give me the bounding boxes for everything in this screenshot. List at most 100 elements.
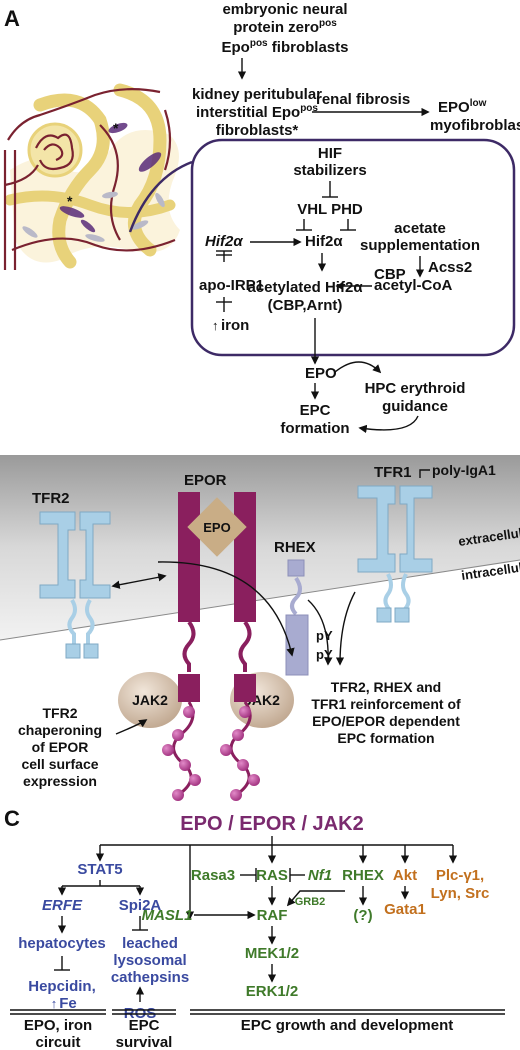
plc-line-1: Plc-γ1,	[436, 867, 484, 884]
panel-b: B extracellular intracellular TFR2 EPOR …	[0, 451, 520, 801]
footer-epc-growth: EPC growth and development	[241, 1017, 454, 1034]
acetylated-line-2: (CBP,Arnt)	[268, 297, 343, 314]
myofibroblasts-label: myofibroblasts	[430, 117, 520, 134]
kidney-line-1: kidney peritubular	[192, 86, 322, 103]
origin-line-3: Epopos fibroblasts	[222, 38, 349, 56]
epo-low-label: EPOlow	[438, 98, 487, 116]
footer-epc-survival-line-1: EPC	[129, 1017, 160, 1034]
chaperoning-line-4: cell surface	[21, 756, 98, 772]
pathway-title: EPO / EPOR / JAK2	[180, 813, 363, 835]
tfr2-label: TFR2	[32, 490, 70, 507]
ras-node: RAS	[256, 867, 288, 884]
py-label-2: pY	[316, 647, 333, 662]
tfr1-receptor: TFR1 poly-IgA1	[357, 462, 496, 623]
arrow-rhex-reinforcement	[307, 599, 333, 666]
leached-line-3: cathepsins	[111, 969, 189, 986]
reinforcement-line-4: EPC formation	[337, 730, 434, 746]
membrane-edge	[0, 559, 520, 641]
kidney-line-2: interstitial Epopos	[196, 103, 318, 121]
acetate-line-2: supplementation	[360, 237, 480, 254]
origin-line-2: protein zeropos	[233, 18, 337, 36]
arrow-chaperoning	[115, 719, 148, 735]
unknown-node: (?)	[353, 907, 372, 924]
reinforcement-line-1: TFR2, RHEX and	[331, 679, 441, 695]
iron-label: iron	[221, 317, 249, 334]
poly-iga1-label: poly-IgA1	[432, 462, 496, 478]
vhl-phd-label: VHL PHD	[297, 201, 363, 218]
asterisk-marker-1: *	[113, 120, 119, 136]
arrow-epo-to-hpc	[334, 361, 382, 374]
epo-label: EPO	[305, 365, 337, 382]
cbp-label: CBP	[374, 266, 406, 283]
fe-node: Fe	[59, 995, 77, 1012]
nf1-node: Nf1	[308, 867, 332, 884]
leached-line-1: leached	[122, 935, 178, 952]
py-label-1: pY	[316, 628, 333, 643]
acetyl-coa-label: acetyl-CoA	[374, 277, 453, 294]
masl1-node: MASL1	[142, 907, 193, 924]
reinforcement-line-3: EPO/EPOR dependent	[312, 713, 460, 729]
panel-a: A	[3, 1, 520, 437]
acss2-label: Acss2	[428, 259, 472, 276]
footer-epo-iron-line-2: circuit	[35, 1034, 80, 1050]
hif-stabilizers-line-2: stabilizers	[293, 162, 366, 179]
rhex-label: RHEX	[274, 539, 316, 556]
leached-line-2: lysosomal	[113, 952, 186, 969]
acetylated-line-1: acetylated Hif2α	[247, 279, 363, 296]
panel-c-label: C	[4, 806, 20, 831]
plc-line-2: Lyn, Src	[431, 885, 490, 902]
rasa3-node: Rasa3	[191, 867, 235, 884]
mek-node: MEK1/2	[245, 945, 299, 962]
grb2-label: GRB2	[295, 896, 326, 908]
hif2a-protein-label: Hif2α	[305, 233, 343, 250]
acetate-line-1: acetate	[394, 220, 446, 237]
arrow-hpc-to-epc	[358, 415, 419, 434]
reinforcement-line-2: TFR1 reinforcement of	[311, 696, 461, 712]
epo-ligand-label: EPO	[203, 520, 230, 535]
kidney-mechanism-box	[190, 138, 516, 357]
chaperoning-line-2: chaperoning	[18, 722, 102, 738]
arrow-tfr2-reinforcement	[157, 561, 295, 657]
hpc-line-1: HPC erythroid	[365, 380, 466, 397]
chaperoning-line-5: expression	[23, 773, 97, 789]
epor-label: EPOR	[184, 472, 227, 489]
gata1-node: Gata1	[384, 901, 426, 918]
tfr2-receptor: TFR2	[32, 490, 111, 659]
fe-up-arrow: ↑	[51, 996, 58, 1011]
panel-c: C EPO / EPOR / JAK2 STAT5 ERFE Spi2A hep…	[4, 806, 505, 1050]
rhex-node: RHEX	[342, 867, 384, 884]
erk-node: ERK1/2	[246, 983, 299, 1000]
epc-line-1: EPC	[300, 402, 331, 419]
arrow-tfr2-epor	[111, 573, 167, 589]
chaperoning-line-1: TFR2	[43, 705, 78, 721]
jak2-left-body	[118, 672, 182, 728]
hif-stabilizers-line-1: HIF	[318, 145, 342, 162]
asterisk-marker-2: *	[67, 193, 73, 209]
epc-line-2: formation	[280, 420, 349, 437]
footer-epc-survival-line-2: survival	[116, 1034, 173, 1050]
chaperoning-line-3: of EPOR	[32, 739, 89, 755]
spi2a-node: Spi2A	[119, 897, 162, 914]
renal-fibrosis-label: renal fibrosis	[316, 91, 410, 108]
akt-node: Akt	[393, 867, 417, 884]
callout-line	[128, 160, 193, 233]
origin-line-1: embryonic neural	[222, 1, 347, 18]
iron-up-arrow: ↑	[212, 318, 219, 333]
hif2a-gene-label: Hif2α	[205, 233, 243, 250]
cell-membrane	[0, 455, 520, 640]
panel-a-label: A	[4, 6, 20, 31]
hpc-line-2: guidance	[382, 398, 448, 415]
kidney-illustration: * *	[3, 83, 180, 270]
tfr1-label: TFR1	[374, 464, 412, 481]
jak2-left-label: JAK2	[132, 692, 168, 708]
raf-node: RAF	[257, 907, 288, 924]
epor-receptor: EPOR EPO JAK2 JAK2	[118, 472, 294, 801]
arrow-tfr1-reinforcement	[335, 591, 356, 666]
stat5-node: STAT5	[77, 861, 122, 878]
apo-irp1-label: apo-IRP1	[199, 277, 264, 294]
hepcidin-node: Hepcidin,	[28, 978, 96, 995]
rhex-protein: RHEX pY pY	[274, 539, 333, 676]
footer-epo-iron-line-1: EPO, iron	[24, 1017, 92, 1034]
kidney-line-3: fibroblasts*	[216, 122, 299, 139]
